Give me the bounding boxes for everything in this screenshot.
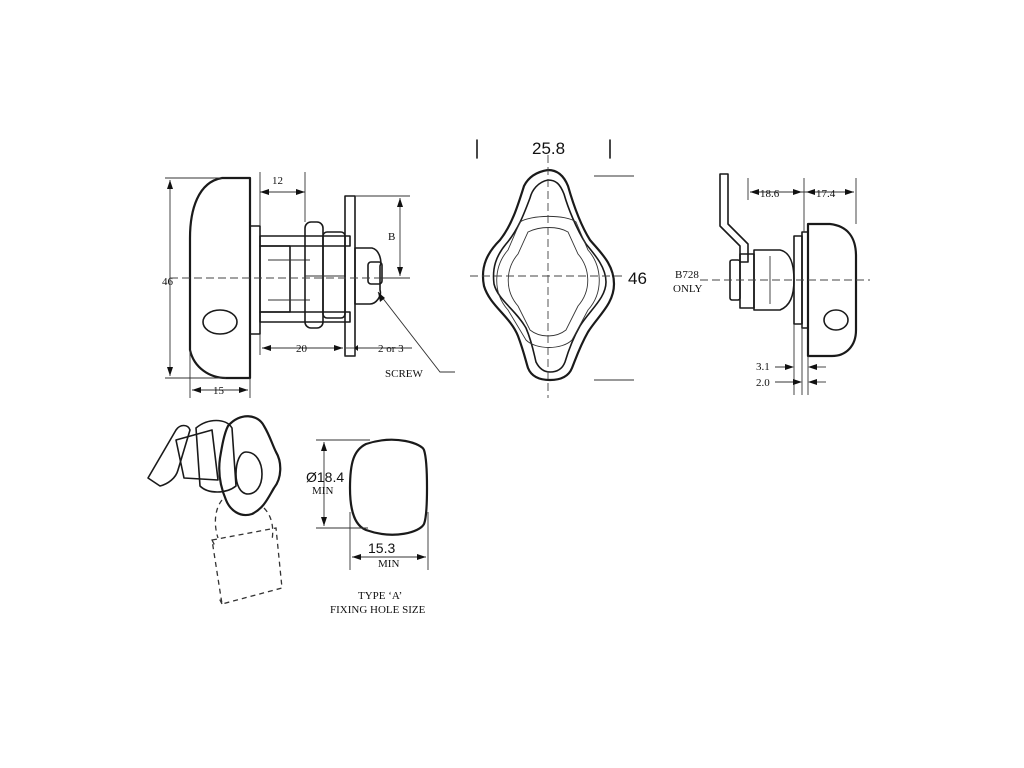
cam-arm xyxy=(719,173,749,263)
dim-side-base: 15 xyxy=(213,385,225,397)
caption-fixing-hole-size: FIXING HOLE SIZE xyxy=(330,604,426,616)
iso-cam-arm xyxy=(147,424,191,487)
padlock-body xyxy=(211,527,283,605)
dim-side-screw-gap: 2 or 3 xyxy=(378,343,404,355)
iso-wing-knob xyxy=(218,415,282,517)
padlock-shackle xyxy=(214,499,274,541)
dim-front-width: 25.8 xyxy=(532,139,565,158)
label-variant-line2: ONLY xyxy=(673,283,703,295)
dim-right-b: 2.0 xyxy=(756,377,770,389)
dim-hole-diameter: Ø18.4 xyxy=(306,469,344,485)
knob-oval-hole xyxy=(202,309,238,335)
isometric-view xyxy=(147,415,283,605)
caption-type: TYPE ‘A’ xyxy=(358,590,402,602)
label-variant-line1: B728 xyxy=(675,269,699,281)
dim-side-height: 46 xyxy=(162,276,174,288)
fixing-hole-outline xyxy=(348,438,429,536)
cam-plate xyxy=(344,195,356,357)
dim-hole-width-min: MIN xyxy=(378,558,399,570)
fixing-hole-view: Ø18.4 MIN 15.3 MIN TYPE ‘A’ FIXING HOLE … xyxy=(306,438,429,616)
side-view: 46 12 B 20 2 or 3 SCREW xyxy=(162,172,455,398)
knob-side-profile xyxy=(188,176,252,380)
dim-right-a: 3.1 xyxy=(756,361,770,373)
right-knob xyxy=(806,222,858,358)
dim-front-height: 46 xyxy=(628,269,647,288)
dim-hole-width: 15.3 xyxy=(368,540,395,556)
cam-screw xyxy=(354,247,382,305)
dim-right-left: 18.6 xyxy=(760,188,780,200)
dim-side-gap: 12 xyxy=(272,175,283,187)
label-screw: SCREW xyxy=(385,368,424,380)
dim-side-body: 20 xyxy=(296,343,308,355)
dim-side-b: B xyxy=(388,231,395,243)
dim-right-right: 17.4 xyxy=(816,188,836,200)
right-side-view: B728 ONLY 18.6 17.4 3.1 2.0 xyxy=(673,173,870,395)
dim-hole-diameter-min: MIN xyxy=(312,485,333,497)
knob-front-outline xyxy=(481,168,616,382)
flange xyxy=(249,225,261,335)
front-view: 25.8 46 xyxy=(470,139,647,398)
